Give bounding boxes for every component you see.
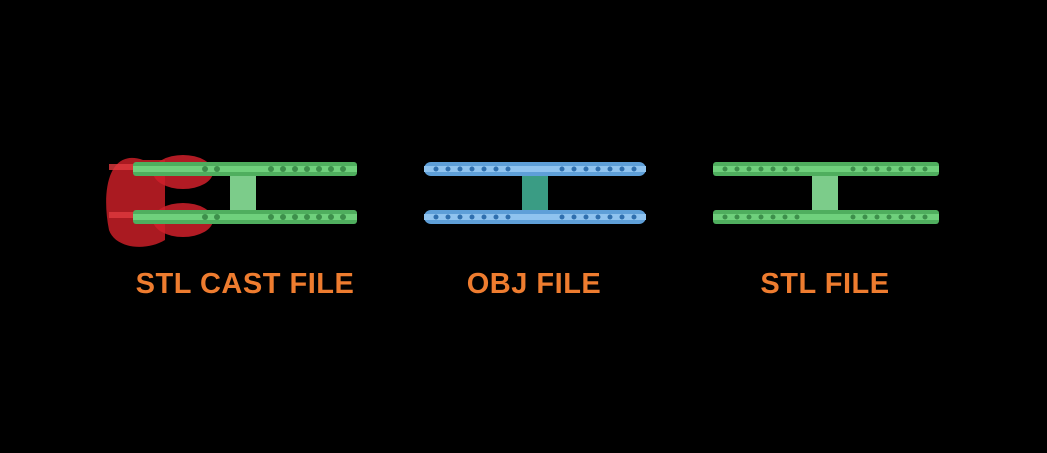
cast-center-stem: [230, 176, 256, 212]
cast-ring-bottom: [133, 210, 357, 224]
obj-ring-bottom: [424, 210, 646, 224]
obj-ring-top: [424, 162, 646, 176]
obj-caption: OBJ FILE: [466, 268, 602, 300]
stl-cast-caption: STL CAST FILE: [135, 268, 355, 300]
stl-cast-panel: STL CAST FILE: [95, 0, 395, 453]
obj-ring-model: [424, 162, 646, 224]
stl-ring-model: [713, 162, 939, 224]
stl-ring-top: [713, 162, 939, 176]
obj-center-stem: [522, 176, 548, 212]
cast-ring-model: [106, 155, 357, 247]
stl-panel: STL FILE: [675, 0, 975, 453]
stl-ring-bottom: [713, 210, 939, 224]
stl-caption: STL FILE: [760, 268, 890, 300]
cast-ring-top: [133, 162, 357, 176]
stl-center-stem: [812, 176, 838, 212]
obj-panel: OBJ FILE: [384, 0, 684, 453]
